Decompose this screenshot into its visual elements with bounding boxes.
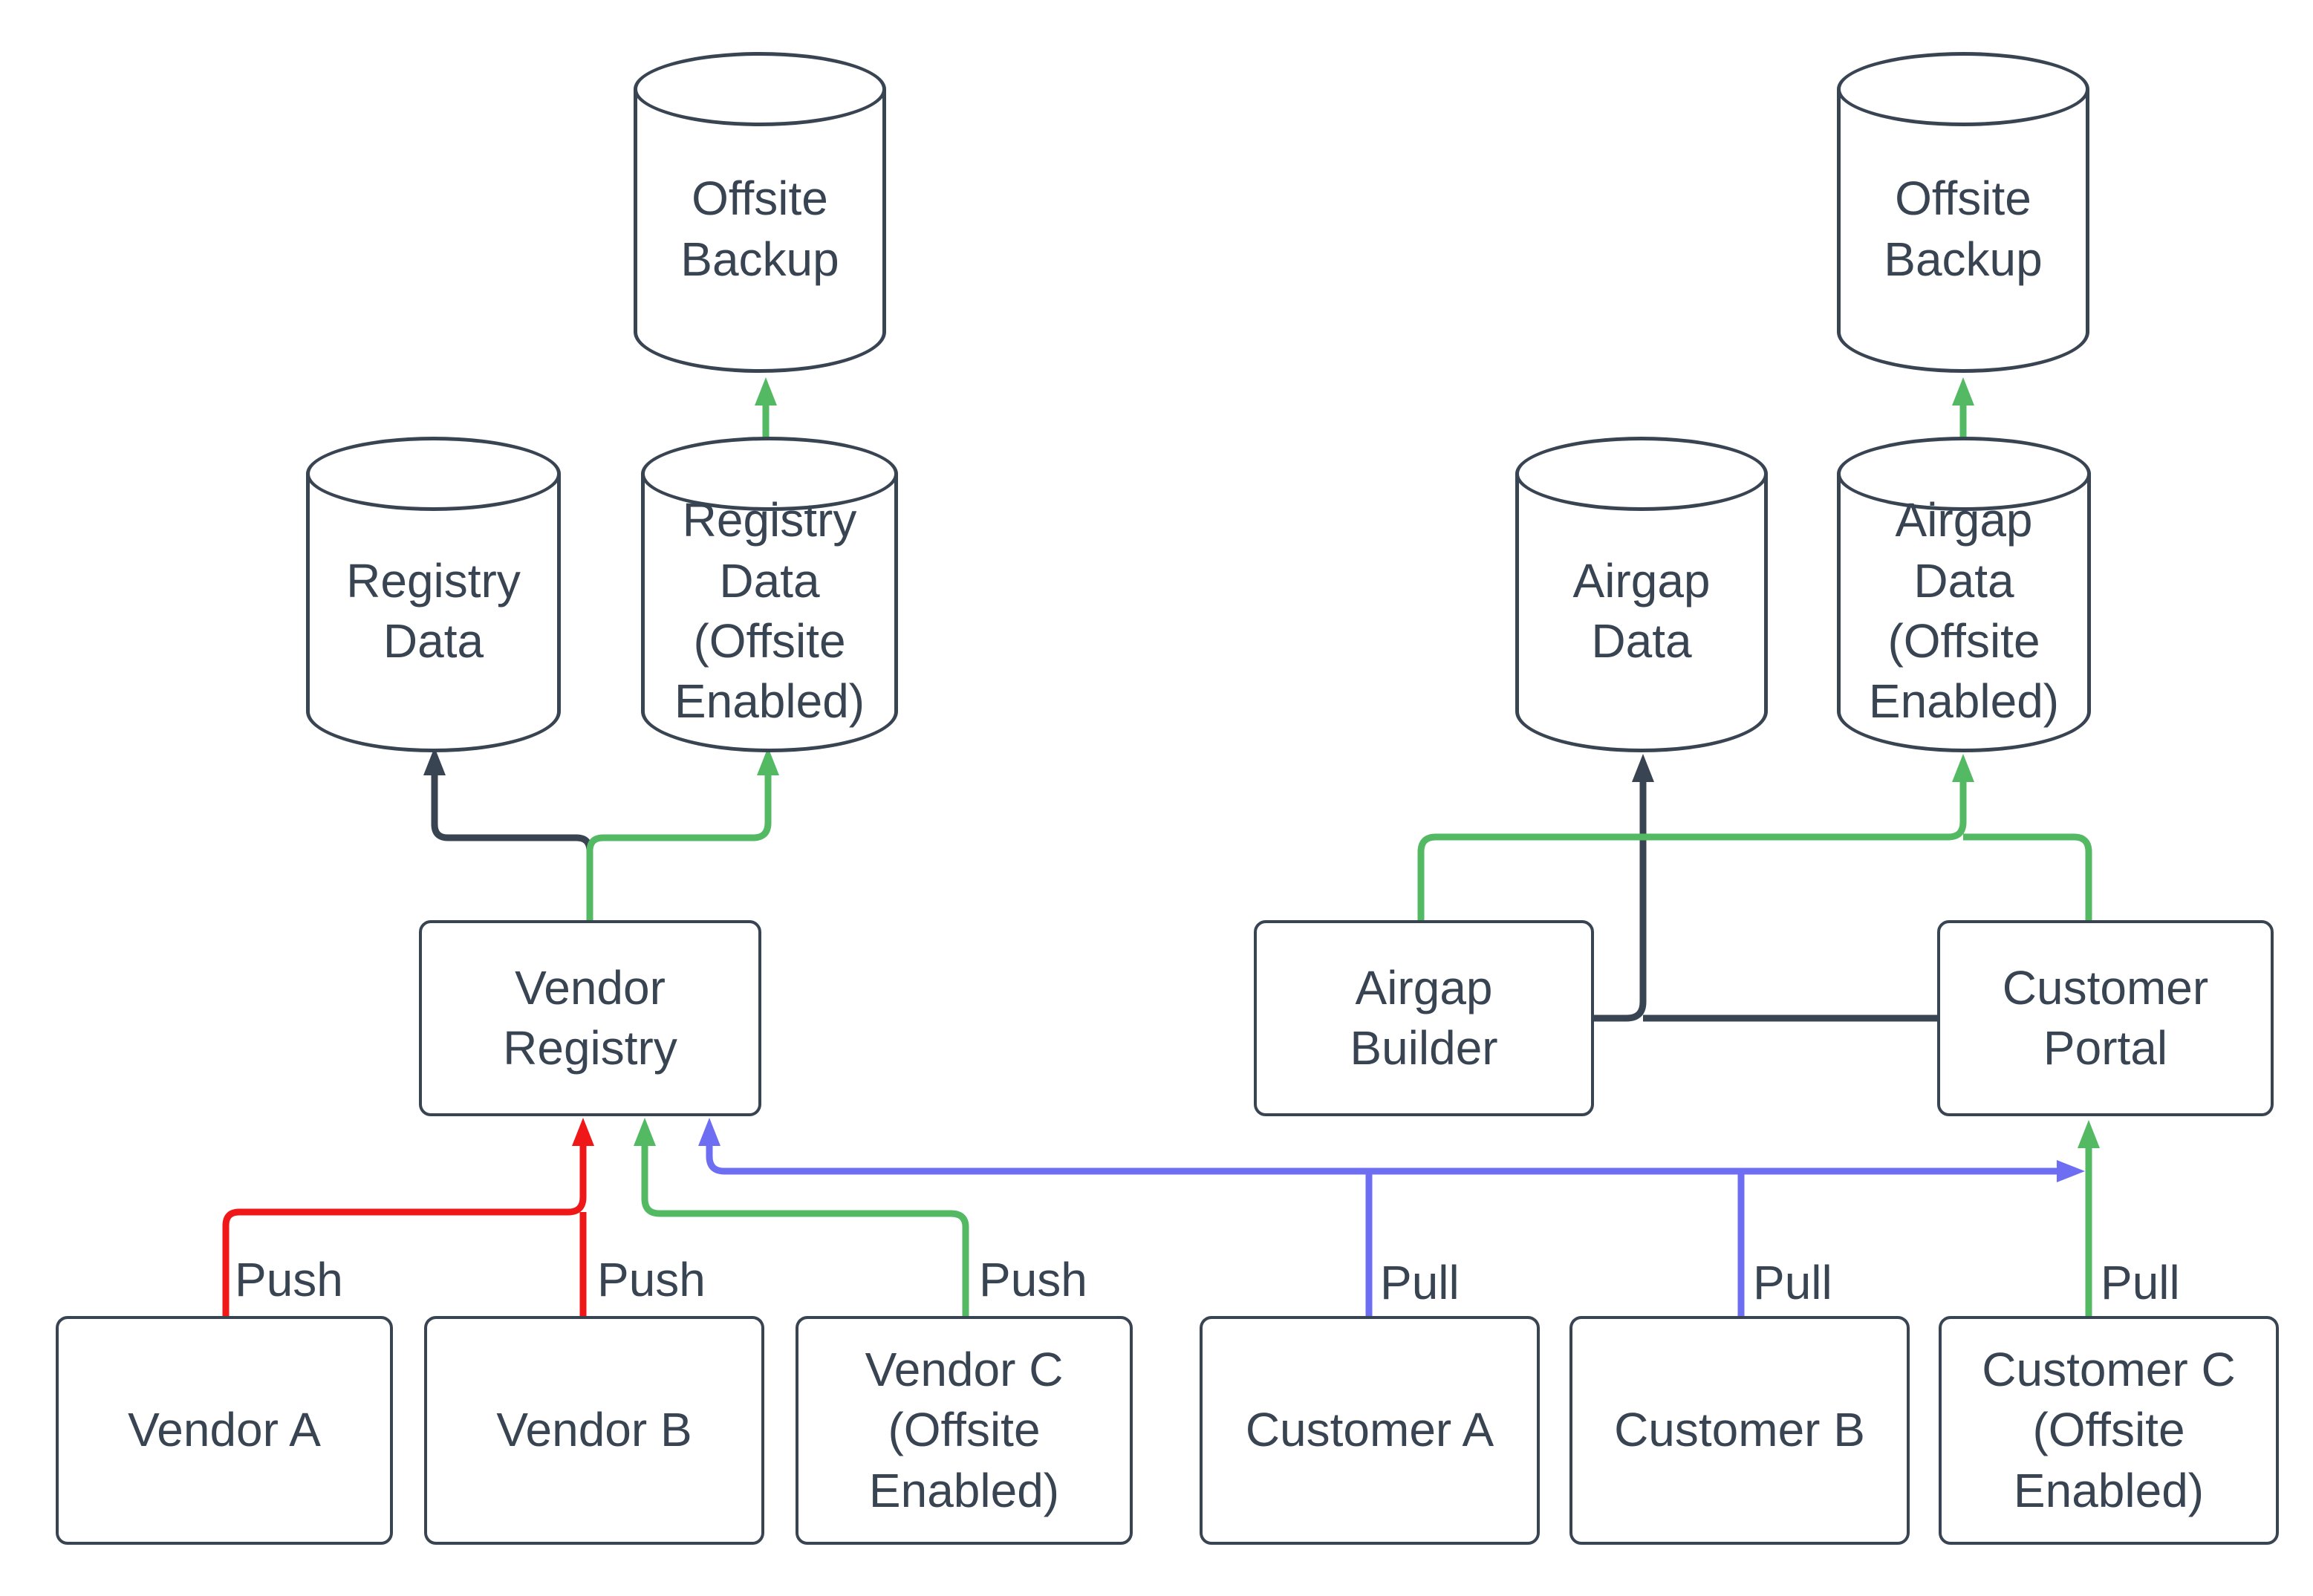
node-label: Vendor C (Offsite Enabled) (865, 1343, 1064, 1517)
edge-vendor-registry-to-registry-data (423, 747, 593, 920)
cylinder-body (641, 474, 898, 752)
edge-airgap-builder-to-airgap-data-offsite (1417, 754, 1974, 920)
node-airgap-data-offsite: Airgap Data (Offsite Enabled) (1837, 437, 2091, 752)
node-label: Vendor Registry (503, 960, 677, 1075)
edge-airgap-builder-to-airgap-data (1594, 754, 1654, 1022)
node-label: Customer Portal (2002, 960, 2209, 1075)
edge-vendor-registry-to-registry-data-offsite (586, 747, 779, 920)
cylinder-top (1837, 437, 2091, 511)
cylinder-top (641, 437, 898, 511)
node-registry-data: Registry Data (306, 437, 561, 752)
node-registry-data-offsite: Registry Data (Offsite Enabled) (641, 437, 898, 752)
cylinder-body (1515, 474, 1768, 752)
edge-label-push-vendor-b: Push (597, 1253, 706, 1306)
edge-registry-portal-pull-bus (698, 1118, 2085, 1182)
node-customer-c: Customer C (Offsite Enabled) (1939, 1316, 2279, 1545)
edge-customer-portal-to-airgap-data-offsite (1963, 833, 2092, 920)
cylinder-top (306, 437, 561, 511)
node-label: Offsite Backup (1884, 172, 2043, 286)
node-label: Customer C (Offsite Enabled) (1982, 1343, 2236, 1517)
edge-label-pull-customer-c: Pull (2101, 1256, 2180, 1309)
edge-label-push-vendor-a: Push (235, 1253, 343, 1306)
node-airgap-builder: Airgap Builder (1254, 920, 1594, 1116)
node-customer-a: Customer A (1200, 1316, 1540, 1545)
edge-label-push-vendor-c: Push (979, 1253, 1087, 1306)
node-label: Offsite Backup (680, 172, 839, 286)
node-customer-portal: Customer Portal (1937, 920, 2274, 1116)
cylinder-body (1837, 474, 2091, 752)
node-vendor-registry: Vendor Registry (419, 920, 761, 1116)
node-offsite-backup-right: Offsite Backup (1837, 52, 2089, 373)
cylinder-body (306, 474, 561, 752)
edge-vendor-c-push (634, 1118, 969, 1316)
node-label: Airgap Builder (1350, 960, 1498, 1075)
node-customer-b: Customer B (1569, 1316, 1910, 1545)
edge-vendor-a-push (222, 1118, 594, 1316)
node-vendor-a: Vendor A (56, 1316, 393, 1545)
node-label: Airgap Data (Offsite Enabled) (1868, 493, 2060, 729)
cylinder-body (634, 89, 886, 373)
node-label: Customer A (1245, 1403, 1494, 1457)
node-airgap-data: Airgap Data (1515, 437, 1768, 752)
edge-label-pull-customer-b: Pull (1753, 1256, 1832, 1309)
cylinder-top (1837, 52, 2089, 126)
cylinder-top (634, 52, 886, 126)
node-label: Registry Data (Offsite Enabled) (674, 493, 865, 729)
node-offsite-backup-left: Offsite Backup (634, 52, 886, 373)
node-label: Registry Data (346, 553, 521, 668)
node-label: Vendor B (496, 1403, 692, 1457)
node-vendor-b: Vendor B (424, 1316, 764, 1545)
node-vendor-c: Vendor C (Offsite Enabled) (796, 1316, 1133, 1545)
node-label: Customer B (1614, 1403, 1865, 1457)
edge-label-pull-customer-a: Pull (1380, 1256, 1460, 1309)
node-label: Vendor A (128, 1403, 321, 1457)
cylinder-top (1515, 437, 1768, 511)
cylinder-body (1837, 89, 2089, 373)
node-label: Airgap Data (1572, 553, 1711, 668)
